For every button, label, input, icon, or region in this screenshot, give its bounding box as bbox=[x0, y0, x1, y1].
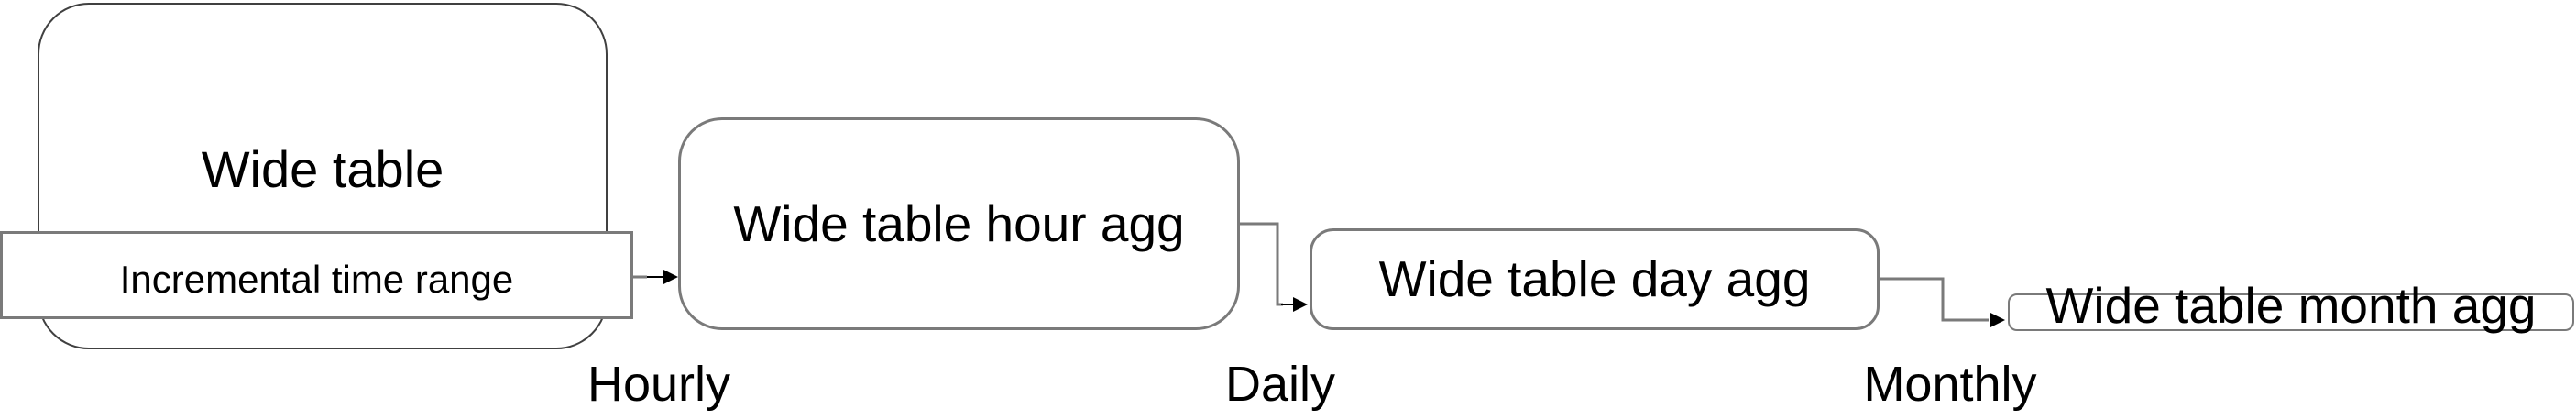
node-incremental-time-range: Incremental time range bbox=[0, 231, 633, 319]
node-wide-table-day-agg-label: Wide table day agg bbox=[1378, 250, 1811, 308]
node-wide-table-hour-agg-label: Wide table hour agg bbox=[733, 194, 1185, 252]
node-wide-table-month-agg-label: Wide table month agg bbox=[2045, 277, 2537, 335]
arrow-monthly bbox=[1879, 277, 2005, 327]
edge-label-monthly: Monthly bbox=[1863, 357, 2037, 412]
node-wide-table-day-agg: Wide table day agg bbox=[1310, 228, 1880, 330]
node-wide-table-month-agg: Wide table month agg bbox=[2008, 278, 2574, 333]
arrow-hourly bbox=[632, 270, 678, 284]
arrow-daily bbox=[1239, 222, 1308, 312]
edge-label-hourly: Hourly bbox=[586, 357, 731, 412]
node-wide-table-hour-agg: Wide table hour agg bbox=[678, 117, 1240, 330]
node-wide-table-label: Wide table bbox=[201, 140, 444, 199]
edge-label-daily: Daily bbox=[1224, 357, 1336, 412]
node-incremental-time-range-label: Incremental time range bbox=[119, 257, 514, 301]
